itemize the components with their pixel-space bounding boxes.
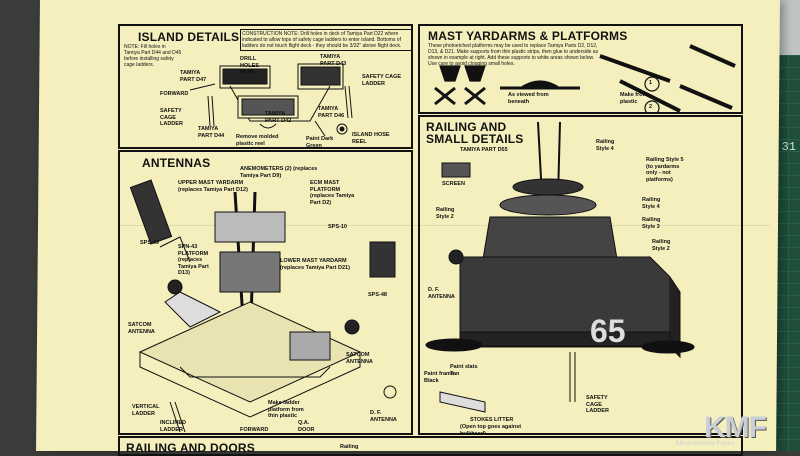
mast-drawing xyxy=(434,44,736,112)
label-vertical-ladder: VERTICAL LADDER xyxy=(132,404,160,417)
label-ecm-platform: ECM MAST PLATFORM (replaces Tamiya Part … xyxy=(310,180,355,206)
railing-title-line1: RAILING AND xyxy=(426,120,507,134)
label-upper-mast: UPPER MAST YARDARM (replaces Tamiya Part… xyxy=(178,180,248,193)
island-details-panel: ISLAND DETAILS NOTE: Fill holes in Tamiy… xyxy=(118,24,413,149)
label-sps49: SPS-49 xyxy=(140,240,159,246)
label-anemometers: ANEMOMETERS (2) (replaces Tamiya Part D9… xyxy=(240,166,318,179)
label-df-antenna: D. F. ANTENNA xyxy=(370,410,397,423)
mast-title: MAST YARDARMS & PLATFORMS xyxy=(428,29,628,43)
antennas-title: ANTENNAS xyxy=(142,156,211,170)
label-d43: TAMIYA PART D43 xyxy=(320,54,347,67)
island-details-title: ISLAND DETAILS xyxy=(138,30,240,44)
mast-note: These photoetched platforms may be used … xyxy=(428,43,599,67)
label-screen: SCREEN xyxy=(442,181,465,187)
construction-note: CONSTRUCTION NOTE: Drill holes in deck o… xyxy=(240,29,411,51)
label-rail4-top: Railing Style 4 xyxy=(596,139,615,152)
label-make-ladder: Make ladder platform from thin plastic xyxy=(268,400,304,419)
label-lower-mast: LOWER MAST YARDARM (replaces Tamiya Part… xyxy=(280,258,350,271)
label-cage-ladder-right: SAFETY CAGE LADDER xyxy=(362,74,402,87)
label-rail3: Railing Style 3 xyxy=(642,217,661,230)
label-stokes-note: (Open top goes against bulkhead) xyxy=(460,424,522,435)
label-safety-cage: SAFETY CAGE LADDER xyxy=(586,395,609,414)
kmf-watermark-caption: Kitsandmodels Forum xyxy=(675,441,734,447)
railing-drawing xyxy=(425,121,695,413)
label-stokes-litter: STOKES LITTER xyxy=(470,417,514,423)
island-drawing xyxy=(189,63,353,137)
railing-title-line2: SMALL DETAILS xyxy=(426,132,524,146)
railing-doors-label: Railing xyxy=(340,444,359,450)
sheet-fold-line xyxy=(120,225,770,226)
hull-number: 65 xyxy=(590,313,626,349)
label-sps10: SPS-10 xyxy=(328,224,347,230)
mast-yardarms-panel: MAST YARDARMS & PLATFORMS These photoetc… xyxy=(418,24,743,114)
label-step-2: 2 xyxy=(649,104,653,110)
label-d46: TAMIYA PART D46 xyxy=(318,106,345,119)
label-df-antenna-rail: D. F. ANTENNA xyxy=(428,287,455,300)
label-hose-reel: ISLAND HOSE REEL xyxy=(352,132,390,145)
label-remove-reel: Remove molded plastic reel xyxy=(236,134,279,147)
label-inclined-ladder: INCLINED LADDER xyxy=(160,420,186,433)
label-paint-slats: Paint slats Tan xyxy=(450,364,478,377)
label-paint-frame: Paint frame Black xyxy=(424,371,454,384)
label-as-viewed: As viewed from beneath xyxy=(508,92,549,105)
label-rail5: Railing Style 5 (to yardarms only - not … xyxy=(646,157,684,183)
label-cage-ladder-left: SAFETY CAGE LADDER xyxy=(160,108,183,127)
label-d47: TAMIYA PART D47 xyxy=(180,70,207,83)
label-spn43: SPN-43 PLATFORM (replaces Tamiya Part D1… xyxy=(178,244,209,276)
label-sps48: SPS-48 xyxy=(368,292,387,298)
antennas-drawing xyxy=(129,179,397,433)
label-forward-antenna: FORWARD xyxy=(240,427,269,433)
kmf-watermark-logo: KMF xyxy=(704,411,767,444)
antennas-panel: ANTENNAS ANEMOMETERS (2) (replaces Tamiy… xyxy=(118,150,413,435)
label-rail2-left: Railing Style 2 xyxy=(436,207,455,220)
label-d42: TAMIYA PART D42 xyxy=(265,111,292,124)
label-rail2-right: Railing Style 2 xyxy=(652,239,671,252)
label-d44: TAMIYA PART D44 xyxy=(198,126,225,139)
label-rail4-right: Railing Style 4 xyxy=(642,197,661,210)
label-satcom-right: SATCOM ANTENNA xyxy=(346,352,373,365)
label-paint-green: Paint Dark Green xyxy=(306,136,334,149)
island-note: NOTE: Fill holes in Tamiya Part D44 and … xyxy=(124,44,182,68)
railing-doors-panel: RAILING AND DOORS Railing xyxy=(118,436,743,456)
label-make-plastic: Make from plastic xyxy=(620,92,648,105)
label-drill-holes: DRILL HOLES HERE xyxy=(240,56,259,75)
label-forward: FORWARD xyxy=(160,91,189,97)
label-satcom-left: SATCOM ANTENNA xyxy=(128,322,155,335)
railing-details-panel: RAILING AND SMALL DETAILS 65 TAMIYA PART… xyxy=(418,115,743,435)
label-d55: TAMIYA PART D55 xyxy=(460,147,508,153)
label-step-1: 1 xyxy=(649,80,653,86)
cutting-mat-number: 31 xyxy=(781,140,796,154)
railing-doors-title: RAILING AND DOORS xyxy=(126,441,255,455)
label-qa-door: Q.A. DOOR xyxy=(298,420,315,433)
